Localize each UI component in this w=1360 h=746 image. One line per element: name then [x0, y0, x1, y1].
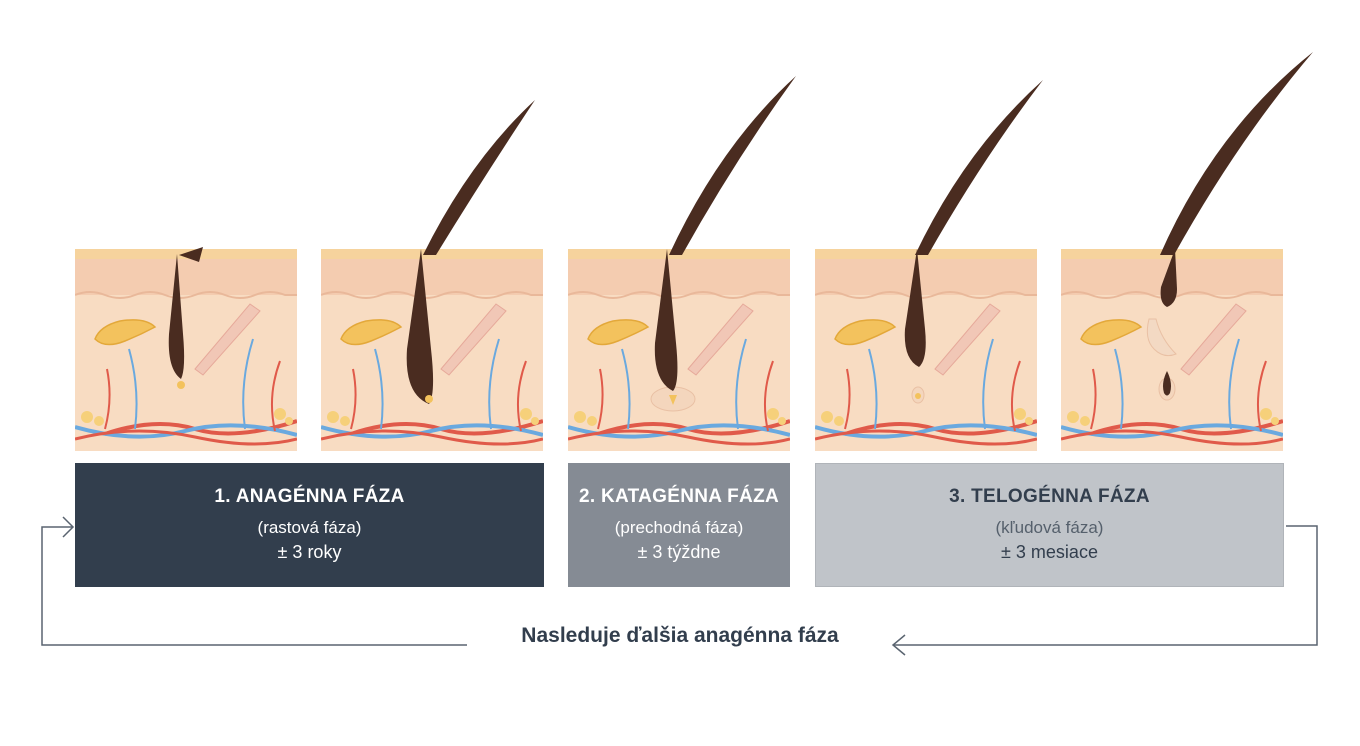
phase-subtitle: (rastová fáza): [257, 518, 362, 537]
skin-panel-telogen-early: [815, 249, 1037, 451]
phase-duration: ± 3 mesiace: [1001, 542, 1098, 562]
skin-cross-section: [75, 249, 297, 451]
phase-subtitle: (prechodná fáza): [614, 518, 744, 537]
skin-panel-anagen-early: [75, 249, 297, 451]
skin-cross-section: [321, 249, 543, 451]
cycle-note: Nasleduje ďalšia anagénna fáza: [521, 624, 839, 647]
arrowhead-right-icon: [62, 516, 75, 538]
skin-panel-catagen: [568, 249, 790, 451]
phase-subtitle: (kľudová fáza): [995, 518, 1104, 537]
skin-cross-section: [1061, 249, 1283, 451]
phase-title: 3. TELOGÉNNA FÁZA: [949, 486, 1150, 507]
cycle-line-right: [893, 525, 1318, 646]
skin-panel-anagen-full: [321, 249, 543, 451]
phase-duration: ± 3 týždne: [637, 542, 721, 562]
phase-telogen: 3. TELOGÉNNA FÁZA (kľudová fáza) ± 3 mes…: [815, 463, 1284, 587]
phase-title: 2. KATAGÉNNA FÁZA: [578, 486, 780, 507]
phase-catagen: 2. KATAGÉNNA FÁZA (prechodná fáza) ± 3 t…: [568, 463, 790, 587]
skin-cross-section: [568, 249, 790, 451]
skin-panel-telogen-late: [1061, 249, 1283, 451]
phase-title: 1. ANAGÉNNA FÁZA: [214, 486, 405, 507]
arrowhead-left-icon: [891, 634, 906, 656]
skin-cross-section: [815, 249, 1037, 451]
phase-duration: ± 3 roky: [277, 542, 342, 562]
phase-anagen: 1. ANAGÉNNA FÁZA (rastová fáza) ± 3 roky: [75, 463, 544, 587]
cycle-line-left: [41, 526, 467, 646]
